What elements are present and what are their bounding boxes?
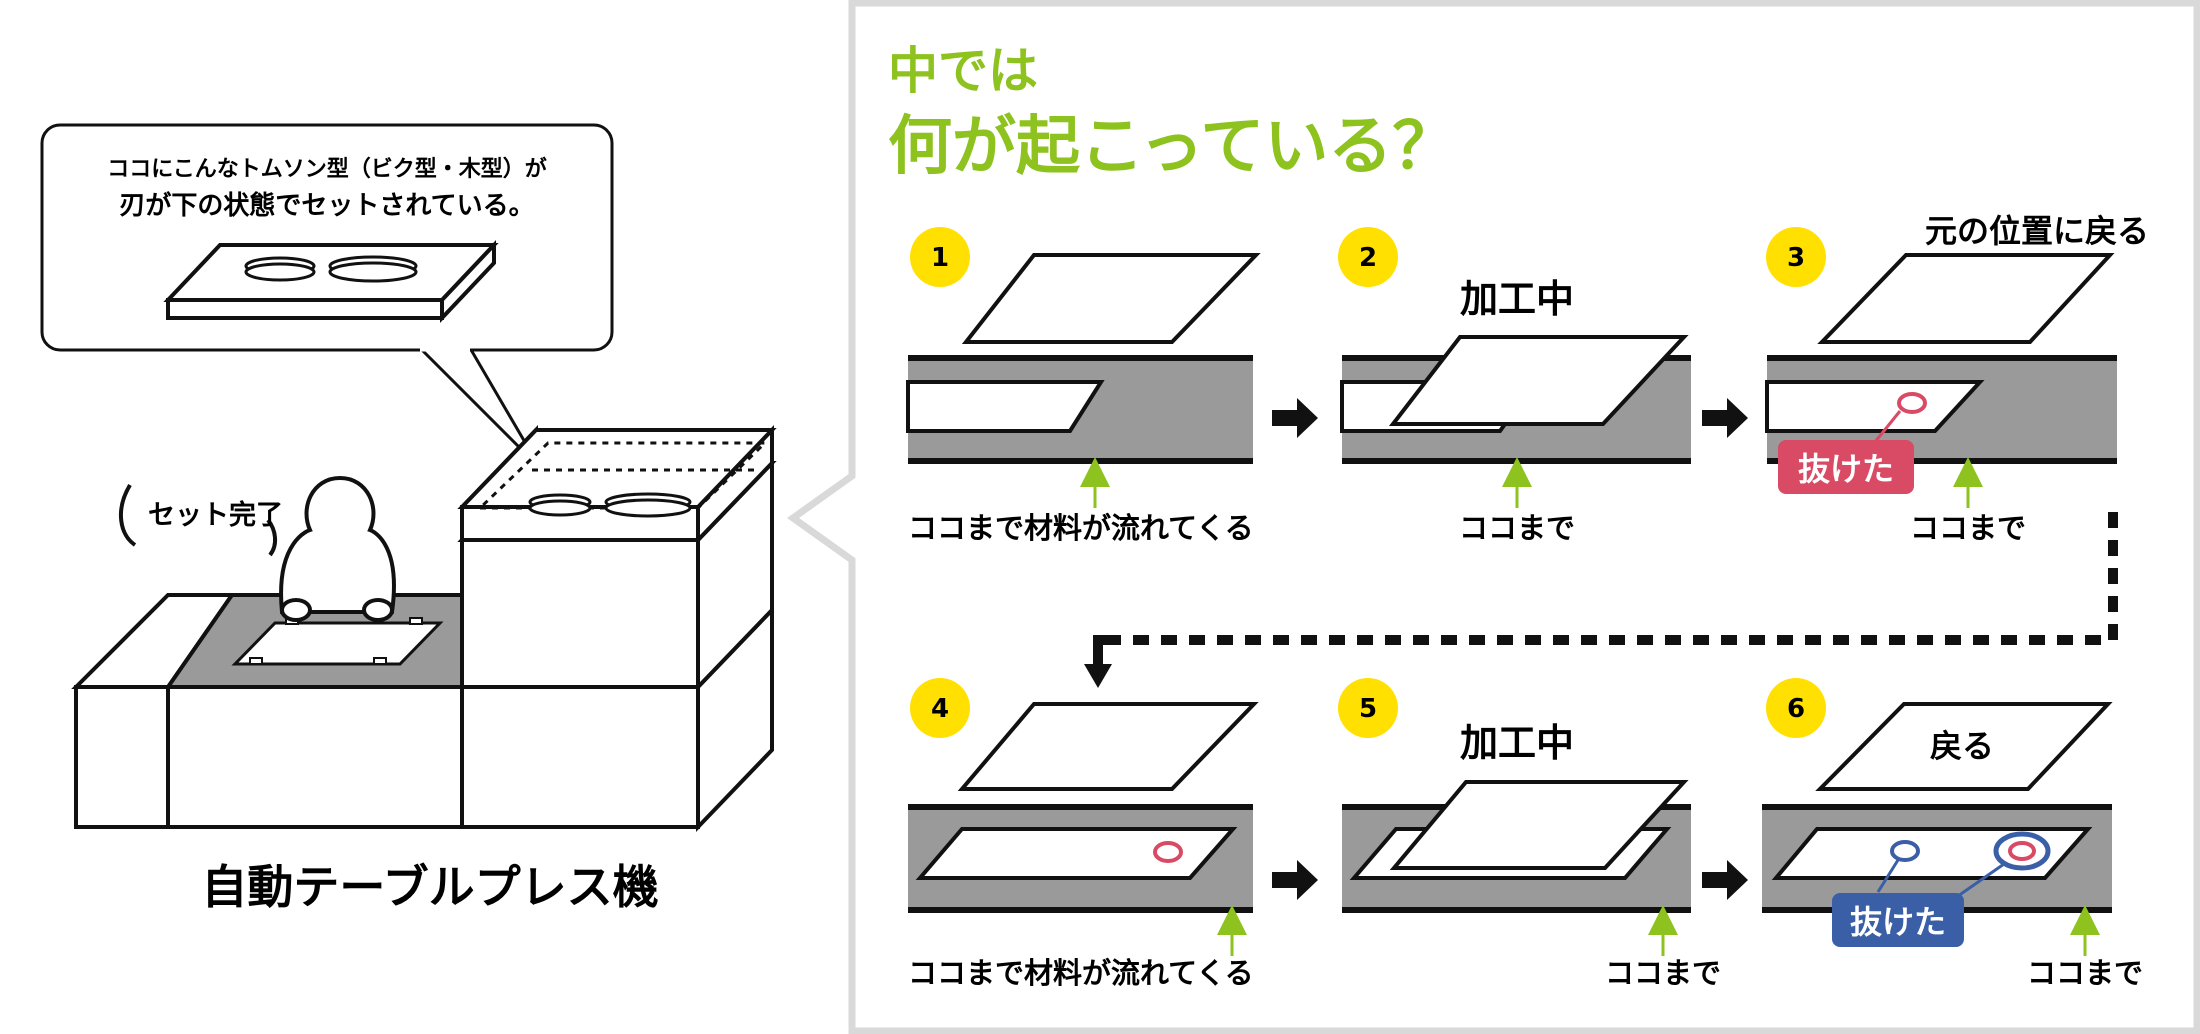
material-sheet [1771,827,2093,880]
machine-label: 自動テーブルプレス機 [201,860,658,914]
arrow-right-icon [1702,860,1748,900]
step-number-badge [910,227,970,287]
material-sheet [915,827,1238,880]
callout-text-line2: 刃が下の状態でセットされている。 [119,190,534,221]
press-plate [957,702,1259,791]
press-plate [1389,780,1689,870]
feeder-table [71,593,464,829]
speech-bracket-right [266,518,277,557]
step-label: 戻る [1930,727,1994,765]
material-sheet [906,380,1105,433]
step-6: 6 戻る 抜けた ココまで [1762,678,2143,990]
step-number-badge [1338,678,1398,738]
press-plate [1815,702,2113,791]
press-plate [1388,335,1689,426]
speech-bracket-left [118,483,137,547]
press-machine-illustration: ココにこんなトムソン型（ビク型・木型）が 刃が下の状態でセットされている。 [40,123,777,914]
punched-out-label: 抜けた [1798,450,1894,488]
step-number-badge [1338,227,1398,287]
step-number: 2 [1359,243,1377,273]
step-label: 加工中 [1460,277,1574,321]
step-number: 3 [1787,243,1805,273]
cut-hole [1897,392,1927,414]
worker-figure [279,475,396,622]
punched-out-badge [1778,440,1914,494]
step-1: 1 ココまで材料が流れてくる [906,227,1261,545]
step-number: 4 [931,694,949,724]
press-plate [961,253,1261,344]
arrow-right-icon [1272,860,1318,900]
step-label: 元の位置に戻る [1925,212,2149,250]
flow-connector [1098,512,2118,645]
step-caption: ココまで [1605,956,1721,990]
step-3: 3 元の位置に戻る 抜けた ココまで [1765,212,2149,545]
callout-text-line1: ココにこんなトムソン型（ビク型・木型）が [107,156,547,182]
die-board-icon [163,239,499,324]
step-caption: ココまで [1910,511,2026,545]
press-body [457,425,777,832]
step-4: 4 ココまで材料が流れてくる [908,678,1259,990]
process-panel: 中では 何が起こっている？ 1 ココまで材料が流れてくる 2 加工中 [786,0,2200,1034]
punched-out-badge [1832,893,1964,947]
set-complete-label: セット完了 [148,499,283,531]
step-number: 6 [1787,694,1805,724]
cut-hole-small [1890,840,1920,862]
press-plate [1817,253,2115,344]
punched-out-label: 抜けた [1850,903,1946,941]
step-caption: ココまで [1459,511,1575,545]
step-number: 5 [1359,694,1377,724]
panel-title-line1: 中では [888,42,1038,100]
arrow-right-icon [1702,398,1748,438]
step-number-badge [910,678,970,738]
step-2: 2 加工中 ココまで [1338,227,1691,545]
step-5: 5 加工中 ココまで [1338,678,1721,990]
step-caption: ココまで [2027,956,2143,990]
cut-hole-large [1993,831,2051,871]
step-label: 加工中 [1460,721,1574,765]
step-number-badge [1766,678,1826,738]
step-number: 1 [931,243,949,273]
arrow-down-icon [1084,664,1112,688]
flow-connector-elbow [1093,635,1115,668]
cut-mark [2008,841,2036,861]
arrow-right-icon [1272,398,1318,438]
cut-mark [1153,841,1183,863]
panel-title-line2: 何が起こっている？ [888,110,1456,184]
step-caption: ココまで材料が流れてくる [908,956,1254,990]
step-number-badge [1766,227,1826,287]
step-caption: ココまで材料が流れてくる [908,511,1254,545]
material-sheet [1765,380,1985,433]
